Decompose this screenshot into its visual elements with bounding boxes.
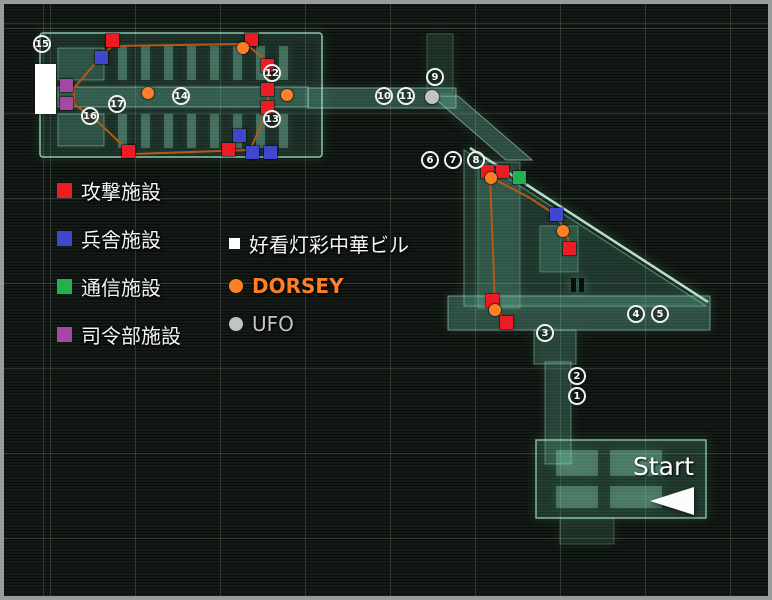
barracks-facility-marker [264, 146, 277, 159]
dorsey-marker [489, 304, 501, 316]
start-arrow-icon [650, 487, 694, 515]
ufo-marker [425, 90, 439, 104]
dorsey-marker [142, 87, 154, 99]
attack-facility-marker [122, 145, 135, 158]
waypoint-13: 13 [263, 110, 281, 128]
attack-facility-marker [496, 165, 509, 178]
barracks-facility-marker [233, 129, 246, 142]
attack-facility-marker [106, 34, 119, 47]
dorsey-marker [485, 172, 497, 184]
dorsey-marker [557, 225, 569, 237]
waypoint-6: 6 [421, 151, 439, 169]
waypoint-15: 15 [33, 35, 51, 53]
attack-facility-marker [563, 242, 576, 255]
waypoint-5: 5 [651, 305, 669, 323]
waypoint-7: 7 [444, 151, 462, 169]
waypoint-11: 11 [397, 87, 415, 105]
chinese-building-marker [35, 64, 56, 114]
waypoint-16: 16 [81, 107, 99, 125]
waypoint-3: 3 [536, 324, 554, 342]
barracks-facility-marker [95, 51, 108, 64]
attack-facility-marker [486, 294, 499, 307]
waypoint-14: 14 [172, 87, 190, 105]
attack-facility-marker [261, 83, 274, 96]
attack-facility-marker [245, 33, 258, 46]
waypoint-9: 9 [426, 68, 444, 86]
comms-facility-marker [513, 171, 526, 184]
waypoint-4: 4 [627, 305, 645, 323]
start-indicator: Start [633, 452, 694, 515]
barracks-facility-marker [246, 146, 259, 159]
waypoint-1: 1 [568, 387, 586, 405]
attack-facility-marker [500, 316, 513, 329]
dorsey-marker [237, 42, 249, 54]
waypoint-2: 2 [568, 367, 586, 385]
dorsey-marker [281, 89, 293, 101]
waypoint-12: 12 [263, 64, 281, 82]
route-path-2 [489, 177, 506, 321]
hq-facility-marker [60, 97, 73, 110]
waypoint-8: 8 [467, 151, 485, 169]
waypoint-17: 17 [108, 95, 126, 113]
start-label: Start [633, 452, 695, 481]
attack-facility-marker [222, 143, 235, 156]
hq-facility-marker [60, 79, 73, 92]
waypoint-10: 10 [375, 87, 393, 105]
barracks-facility-marker [550, 208, 563, 221]
